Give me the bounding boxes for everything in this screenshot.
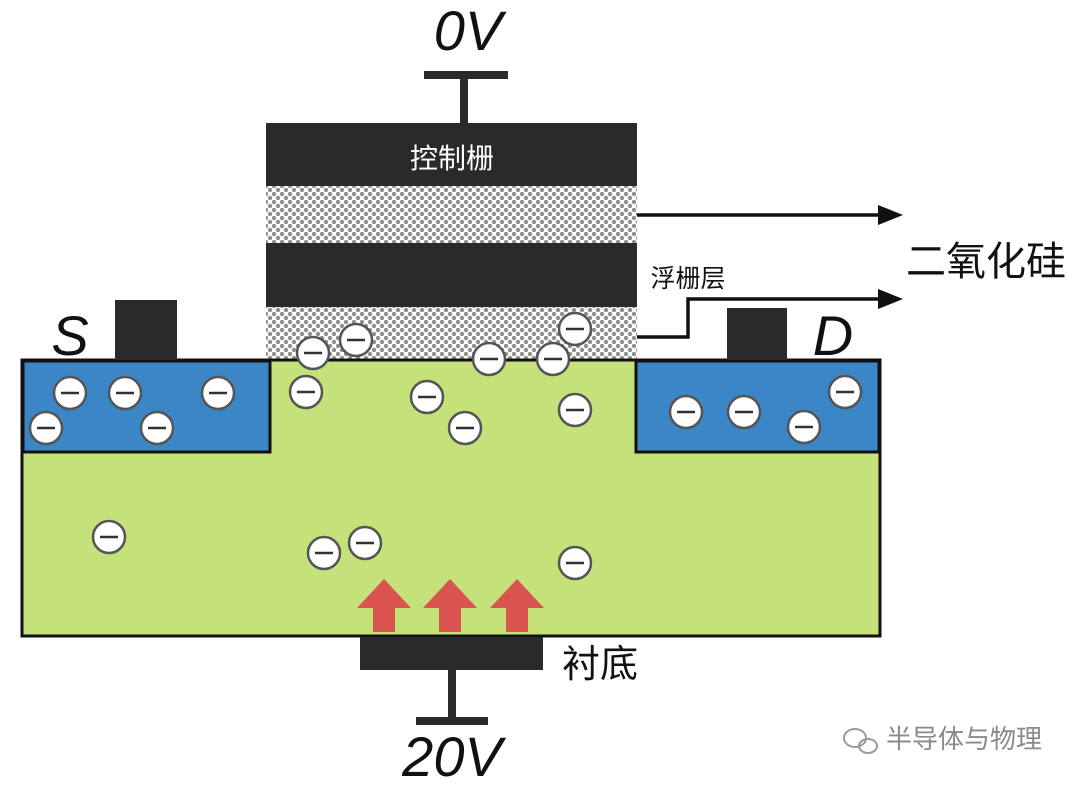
- floating-gate: [266, 243, 637, 307]
- substrate-voltage-label: 20V: [401, 725, 506, 786]
- electron-icon: [288, 374, 324, 410]
- electron-icon: [409, 379, 445, 415]
- electron-icon: [28, 410, 64, 446]
- up-arrow-icon: [423, 579, 477, 632]
- electron-icon: [557, 392, 593, 428]
- electron-icon: [52, 375, 88, 411]
- substrate-terminal-lead: [448, 670, 456, 718]
- up-arrow-icon: [357, 579, 411, 632]
- gate-terminal-bar: [424, 71, 508, 79]
- gate-voltage-label: 0V: [434, 0, 507, 62]
- oxide-pointer-lower-arrowhead: [878, 289, 903, 309]
- source-label: S: [51, 304, 88, 367]
- wechat-icon: [843, 728, 878, 754]
- electron-icon: [107, 375, 143, 411]
- electron-icon: [295, 335, 331, 371]
- watermark-text: 半导体与物理: [886, 725, 1042, 755]
- substrate-contact: [360, 637, 543, 670]
- drain-label: D: [813, 304, 853, 367]
- electron-icon: [668, 394, 704, 430]
- electron-icon: [347, 525, 383, 561]
- electron-icon: [306, 535, 342, 571]
- oxide-label: 二氧化硅: [906, 239, 1066, 285]
- electron-icon: [447, 410, 483, 446]
- electron-icon: [786, 409, 822, 445]
- gate-terminal-lead: [460, 79, 468, 124]
- electron-icon: [91, 519, 127, 555]
- floating-gate-label: 浮栅层: [650, 264, 725, 293]
- control-gate-label: 控制栅: [410, 142, 494, 175]
- electron-icon: [726, 394, 762, 430]
- control-gate: [266, 123, 637, 186]
- substrate-terminal-bar: [416, 717, 488, 725]
- electron-icon: [827, 374, 863, 410]
- upper-oxide-layer: [266, 186, 637, 243]
- oxide-pointer-upper-arrowhead: [878, 205, 903, 225]
- up-arrow-icon: [490, 579, 544, 632]
- electron-icon: [557, 545, 593, 581]
- substrate-label: 衬底: [562, 642, 638, 686]
- source-contact: [115, 300, 177, 360]
- drain-contact: [727, 308, 787, 360]
- electron-icon: [338, 322, 374, 358]
- electron-icon: [557, 311, 593, 347]
- oxide-pointer-lower: [637, 297, 880, 339]
- electrons-group: [28, 311, 863, 581]
- electron-icon: [471, 341, 507, 377]
- electron-icon: [200, 375, 236, 411]
- electron-icon: [139, 410, 175, 446]
- watermark: 半导体与物理: [843, 725, 1042, 755]
- electron-icon: [535, 341, 571, 377]
